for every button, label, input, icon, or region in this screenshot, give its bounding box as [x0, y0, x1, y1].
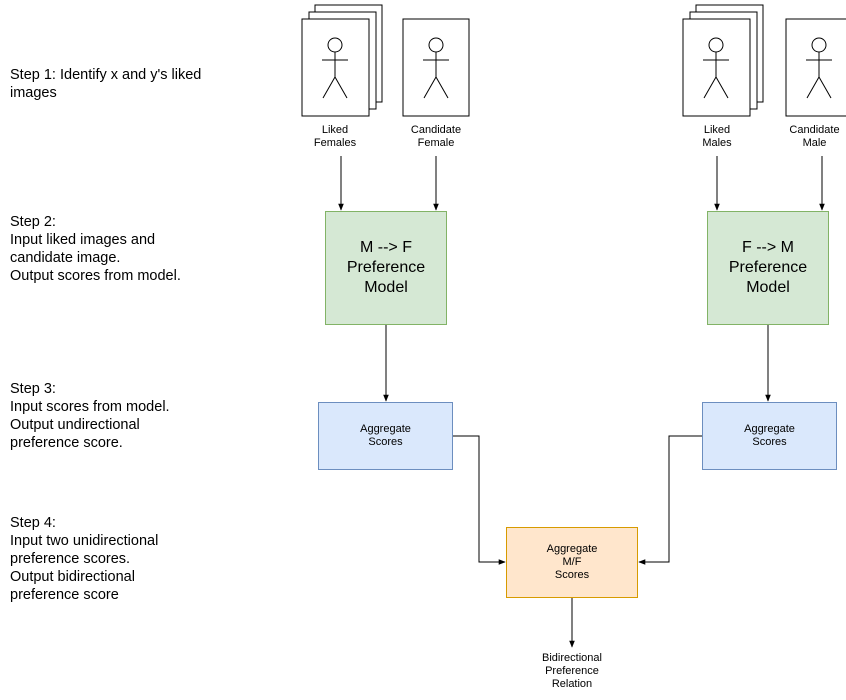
liked-females-image-stack — [301, 4, 383, 117]
candidate-male-image — [785, 18, 846, 117]
step-2-text: Step 2:Input liked images and candidate … — [10, 214, 181, 284]
candidate-female-image — [402, 18, 470, 117]
arrow-right-aggregate-to-combined — [638, 435, 702, 565]
arrow-left-aggregate-to-combined — [453, 435, 506, 565]
step-3-text: Step 3:Input scores from model. Output u… — [10, 381, 170, 451]
liked-males-image-stack — [682, 4, 764, 117]
step-4-text: Step 4:Input two unidirectional preferen… — [10, 515, 159, 603]
